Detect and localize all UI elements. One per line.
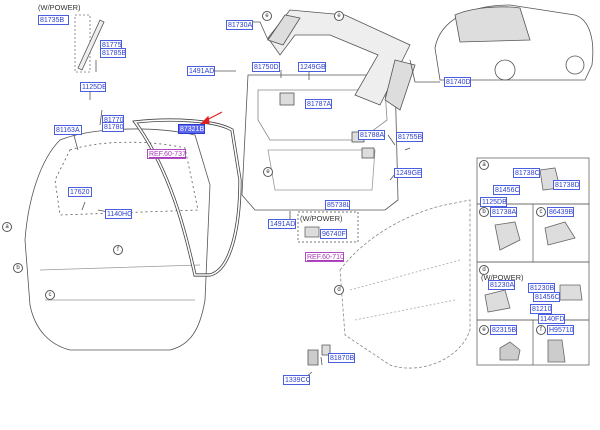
quarter-panel-outline [339, 199, 471, 369]
callout-b-main: b [13, 263, 23, 273]
part-label-1339CC[interactable]: 1339CC [283, 375, 310, 385]
callout-d-main: d [334, 285, 344, 295]
part-label-85738L[interactable]: 85738L [325, 200, 350, 210]
part-label-81456C-2[interactable]: 81456C [533, 292, 560, 302]
part-label-1125DB-a[interactable]: 1125DB [80, 82, 106, 92]
callout-c-detail: c [536, 207, 546, 217]
part-label-1125DB-b[interactable]: 1125DB [480, 197, 507, 207]
part-label-81750D[interactable]: 81750D [252, 62, 280, 72]
wpower-note-top: (W/POWER) [38, 3, 81, 12]
side-trim-left [267, 14, 301, 46]
part-label-81738C-1[interactable]: 81738C [513, 168, 540, 178]
part-label-81755B[interactable]: 81755B [396, 132, 423, 142]
callout-f-main: f [113, 245, 123, 255]
part-label-81780[interactable]: 81780 [102, 122, 124, 132]
ref-link-60-737[interactable]: REF.60-737 [147, 149, 186, 159]
part-label-81738D[interactable]: 81738D [553, 180, 580, 190]
wpower-note-mid: (W/POWER) [300, 214, 343, 223]
part-label-1491AD-top[interactable]: 1491AD [187, 66, 215, 76]
part-label-H95710[interactable]: H95710 [547, 325, 574, 335]
upper-trim-strip [267, 9, 411, 106]
part-label-81785B[interactable]: 81785B [100, 48, 126, 58]
part-label-81870B[interactable]: 81870B [328, 353, 355, 363]
part-label-1249GB-top[interactable]: 1249GB [298, 62, 326, 72]
part-label-81738A[interactable]: 81738A [490, 207, 517, 217]
red-pointer-arrow [199, 111, 223, 125]
callout-e-trim: e [334, 11, 344, 21]
part-label-81788A[interactable]: 81788A [358, 130, 385, 140]
part-label-87321B[interactable]: 87321B [178, 124, 205, 134]
callout-d-detail: d [479, 265, 489, 275]
part-label-81210[interactable]: 81210 [530, 304, 552, 314]
part-label-81740D[interactable]: 81740D [444, 77, 471, 87]
garnish-strip-outline [74, 14, 91, 73]
side-trim-right [384, 59, 416, 111]
spoiler-rod [77, 19, 105, 71]
vehicle-rear-outline [434, 4, 594, 81]
part-label-81787A[interactable]: 81787A [305, 99, 332, 109]
part-label-1249GE[interactable]: 1249GE [394, 168, 422, 178]
part-label-82315B[interactable]: 82315B [490, 325, 517, 335]
ref-link-60-710[interactable]: REF.60-710 [305, 252, 344, 262]
part-label-81163A[interactable]: 81163A [54, 125, 82, 135]
part-label-81730A[interactable]: 81730A [226, 20, 253, 30]
part-label-96740F[interactable]: 96740F [320, 229, 347, 239]
callout-f-detail: f [536, 325, 546, 335]
callout-e-upper: e [262, 11, 272, 21]
callout-a-main: a [2, 222, 12, 232]
tailgate-outline [24, 128, 211, 351]
callout-a-detail: a [479, 160, 489, 170]
callout-e-detail: e [479, 325, 489, 335]
wpower-note-d: (W/POWER) [481, 273, 524, 282]
callout-b-detail: b [479, 207, 489, 217]
callout-e-panel: e [263, 167, 273, 177]
part-label-81456C-1[interactable]: 81456C [493, 185, 520, 195]
part-label-1140HG[interactable]: 1140HG [105, 209, 132, 219]
part-label-17620[interactable]: 17620 [68, 187, 92, 197]
part-label-81735B[interactable]: 81735B [38, 15, 69, 25]
part-label-86439B[interactable]: 86439B [547, 207, 574, 217]
part-label-1491AD-bottom[interactable]: 1491AD [268, 219, 296, 229]
tailgate-lower [39, 264, 201, 301]
part-label-81230A[interactable]: 81230A [488, 280, 515, 290]
callout-c-main: c [45, 290, 55, 300]
part-label-1140FD[interactable]: 1140FD [538, 314, 565, 324]
